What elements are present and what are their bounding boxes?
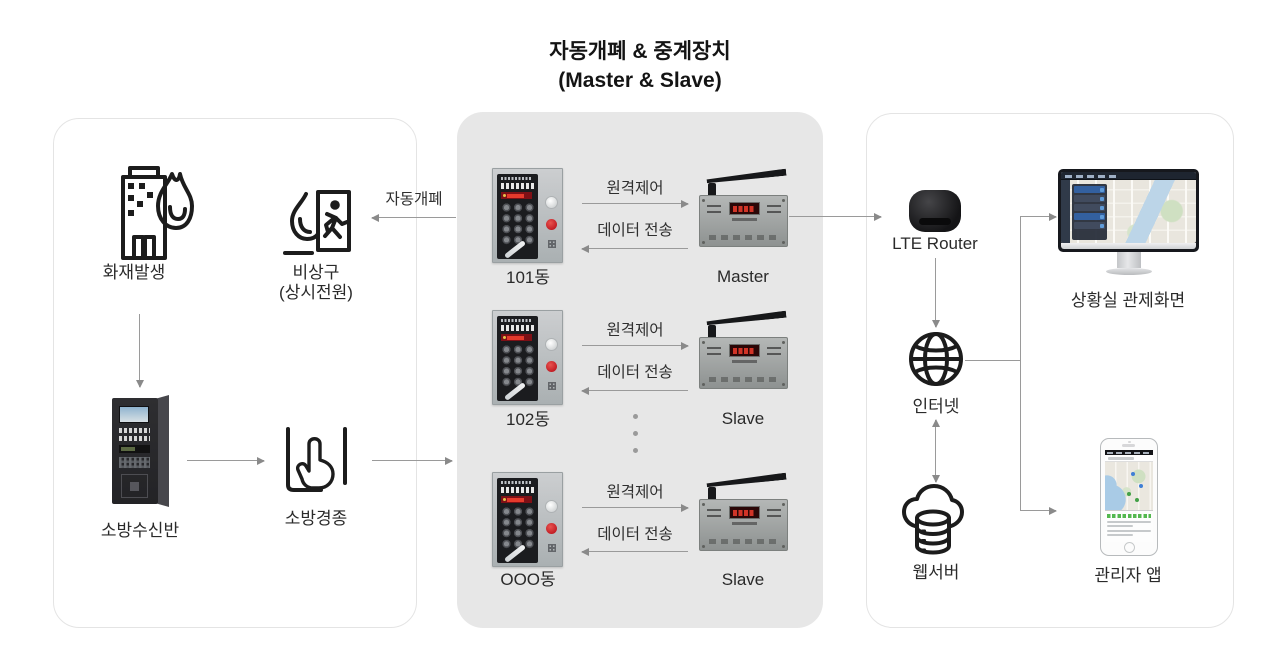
manager-phone: [1100, 438, 1158, 556]
bell-press-icon: [283, 427, 349, 506]
arrow-data-row1: [582, 248, 688, 250]
line-branch-vertical: [1020, 216, 1022, 511]
control-panel-102: [492, 310, 563, 405]
left-section-box: [53, 118, 417, 628]
internet-label: 인터넷: [912, 397, 960, 416]
emergency-exit-icon: [283, 189, 353, 264]
bell-label: 소방경종: [284, 509, 348, 528]
arrow-bell-to-center: [372, 460, 452, 462]
remote-label-row3: 원격제어: [606, 484, 664, 501]
data-label-row3: 데이터 전송: [597, 526, 673, 543]
arrow-router-to-internet: [935, 258, 937, 327]
control-panel-ooo: [492, 472, 563, 567]
arrow-receiver-to-bell: [187, 460, 264, 462]
fire-receiver-cabinet: [112, 395, 169, 507]
arrow-data-row2: [582, 390, 688, 392]
arrow-remote-row1: [582, 203, 688, 205]
diagram-title: 자동개폐 & 중계장치 (Master & Slave): [440, 37, 840, 95]
arrow-remote-row2: [582, 345, 688, 347]
diagram-title-line2: (Master & Slave): [558, 69, 722, 92]
arrow-fire-to-receiver: [139, 314, 141, 387]
lte-router-device: [909, 190, 961, 232]
building-label-ooo: OOO동: [500, 570, 556, 589]
device-label-slave1: Slave: [721, 409, 765, 428]
building-label-102: 102동: [505, 410, 550, 429]
webserver-label: 웹서버: [912, 563, 960, 582]
internet-globe-icon: [907, 330, 965, 393]
receiver-label: 소방수신반: [100, 521, 180, 540]
ellipsis-dot: [633, 414, 638, 419]
device-label-slave2: Slave: [721, 570, 765, 589]
app-label: 관리자 앱: [1094, 566, 1162, 585]
auto-open-label: 자동개폐: [385, 191, 443, 208]
arrow-remote-row3: [582, 507, 688, 509]
slave-device-2: [699, 482, 788, 551]
building-label-101: 101동: [505, 268, 550, 287]
master-device: [699, 178, 788, 247]
slave-device-1: [699, 320, 788, 389]
router-label: LTE Router: [892, 234, 978, 253]
control-room-monitor: [1058, 169, 1200, 276]
monitor-label: 상황실 관제화면: [1070, 291, 1186, 310]
remote-label-row1: 원격제어: [606, 180, 664, 197]
arrow-internet-webserver: [935, 420, 937, 482]
ellipsis-dot: [633, 431, 638, 436]
remote-label-row2: 원격제어: [606, 322, 664, 339]
ellipsis-dot: [633, 448, 638, 453]
arrow-to-monitor: [1020, 216, 1056, 218]
data-label-row1: 데이터 전송: [597, 222, 673, 239]
diagram-title-line1: 자동개폐 & 중계장치: [549, 40, 731, 63]
exit-label: 비상구: [292, 263, 340, 282]
control-panel-101: [492, 168, 563, 263]
building-fire-icon: [112, 165, 194, 266]
webserver-cloud-db-icon: [901, 483, 965, 564]
arrow-to-phone: [1020, 510, 1056, 512]
arrow-data-row3: [582, 551, 688, 553]
exit-sublabel: (상시전원): [279, 283, 353, 302]
device-label-master: Master: [717, 267, 769, 286]
arrow-master-to-router: [789, 216, 881, 218]
line-internet-branch: [965, 360, 1020, 362]
arrow-auto-open: [372, 217, 456, 219]
fire-label: 화재발생: [102, 263, 166, 282]
data-label-row2: 데이터 전송: [597, 364, 673, 381]
